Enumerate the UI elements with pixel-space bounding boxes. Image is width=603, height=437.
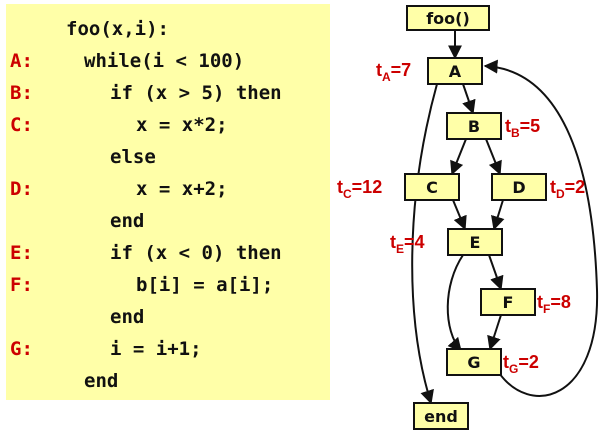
node-c: C	[404, 173, 460, 201]
line-label: D:	[10, 178, 33, 200]
node-e-label: E	[470, 233, 481, 252]
code-line: end	[6, 302, 330, 332]
cost-f: tF=8	[537, 292, 571, 316]
line-label: B:	[10, 82, 33, 104]
edge-c-e	[452, 199, 467, 231]
line-code: b[i] = a[i];	[136, 274, 274, 296]
line-code: end	[110, 306, 145, 328]
code-line: else	[6, 142, 330, 172]
node-d: D	[491, 173, 547, 201]
node-foo: foo()	[406, 5, 490, 31]
cost-g: tG=2	[503, 352, 539, 376]
control-flow-graph: foo() A B C D E F G end tA=7 tB=5 tC=12 …	[337, 5, 599, 430]
line-code: if (x > 5) then	[110, 82, 282, 104]
cost-a: tA=7	[376, 60, 411, 84]
cost-d: tD=2	[550, 177, 585, 201]
line-label: A:	[10, 50, 33, 72]
edge-e-g	[446, 254, 464, 353]
node-a: A	[427, 57, 483, 85]
cfg-edges	[411, 30, 599, 405]
node-c-label: C	[426, 178, 438, 197]
edge-a-b	[462, 83, 476, 115]
node-d-label: D	[512, 178, 525, 197]
node-f: F	[480, 288, 536, 316]
line-code: x = x*2;	[136, 114, 228, 136]
node-g-label: G	[467, 353, 480, 372]
cost-e: tE=4	[390, 232, 425, 256]
line-code: if (x < 0) then	[110, 242, 282, 264]
line-code: while(i < 100)	[84, 50, 245, 72]
line-label: G:	[10, 338, 33, 360]
line-code: x = x+2;	[136, 178, 228, 200]
line-code: end	[84, 370, 119, 392]
line-code: i = i+1;	[110, 338, 202, 360]
line-label: F:	[10, 274, 33, 296]
code-line: end	[6, 366, 330, 396]
edge-b-c	[450, 138, 467, 176]
node-b: B	[446, 112, 502, 140]
line-label: C:	[10, 114, 33, 136]
edge-g-a	[483, 59, 599, 397]
code-line: A: while(i < 100)	[6, 46, 330, 76]
cost-b: tB=5	[505, 116, 540, 140]
edge-b-d	[485, 138, 502, 176]
code-line: E: if (x < 0) then	[6, 238, 330, 268]
node-b-label: B	[468, 117, 480, 136]
node-a-label: A	[449, 62, 462, 81]
node-f-label: F	[503, 293, 514, 312]
code-line: B: if (x > 5) then	[6, 78, 330, 108]
node-end-label: end	[424, 407, 458, 426]
node-foo-label: foo()	[426, 9, 470, 28]
edge-a-end	[411, 83, 438, 405]
code-line: end	[6, 206, 330, 236]
edge-e-f	[488, 254, 504, 291]
line-code: end	[110, 210, 145, 232]
cost-c: tC=12	[337, 177, 382, 201]
line-label: E:	[10, 242, 33, 264]
node-g: G	[446, 348, 502, 376]
code-line: F: b[i] = a[i];	[6, 270, 330, 300]
line-code: else	[110, 146, 156, 168]
code-line: G: i = i+1;	[6, 334, 330, 364]
code-panel: foo(x,i): A: while(i < 100) B: if (x > 5…	[6, 4, 330, 400]
edge-d-e	[491, 199, 505, 231]
node-end: end	[413, 402, 469, 430]
code-line: D: x = x+2;	[6, 174, 330, 204]
line-code: foo(x,i):	[66, 18, 169, 40]
code-line: foo(x,i):	[6, 14, 330, 44]
node-e: E	[447, 228, 503, 256]
code-line: C: x = x*2;	[6, 110, 330, 140]
edge-f-g	[487, 314, 502, 351]
